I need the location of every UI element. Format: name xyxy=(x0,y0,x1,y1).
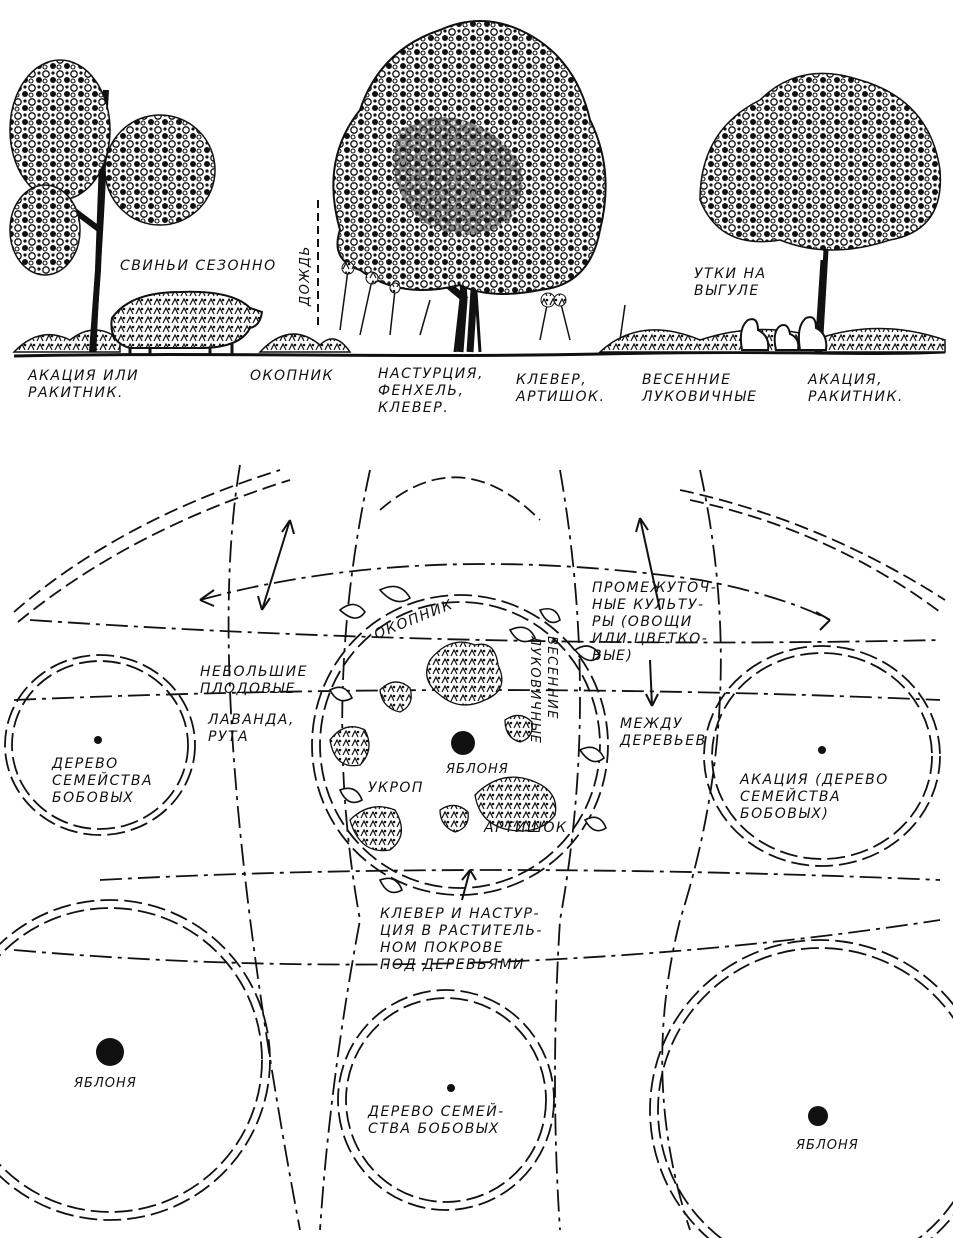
tree-center-dot xyxy=(451,731,475,755)
label-spring-bulbs-top: весенние луковичные xyxy=(642,372,758,405)
acacia-tree-left xyxy=(9,59,216,353)
duck-icons xyxy=(739,316,828,351)
label-nasturtium: настурция, фенхель, клевер. xyxy=(378,366,484,416)
label-acacia-left: акация или ракитник. xyxy=(28,368,140,401)
elevation-view xyxy=(9,20,946,358)
label-apple-center: яблоня xyxy=(446,762,509,777)
acacia-zone-right xyxy=(703,645,941,867)
label-pigs: свиньи сезонно xyxy=(120,258,277,274)
tree-right-dot xyxy=(818,746,826,754)
label-legume-left: дерево семейства бобовых xyxy=(52,756,154,806)
tree-bottom-right-dot xyxy=(808,1106,828,1126)
central-apple-zone xyxy=(311,594,609,896)
flow-line-lower xyxy=(99,869,941,881)
legume-zone-bottom xyxy=(337,989,555,1211)
label-legume-bottom: дерево семей- ства бобовых xyxy=(368,1104,505,1137)
label-spring-bulbs-plan: весенние луковичные xyxy=(527,636,559,745)
tree-left-dot xyxy=(94,736,102,744)
label-lavender: лаванда, рута xyxy=(208,712,295,745)
legume-zone-left xyxy=(4,654,196,836)
label-acacia-right: акация, ракитник. xyxy=(808,372,904,405)
label-acacia-legume: акация (дерево семейства бобовых) xyxy=(740,772,889,822)
label-ducks: утки на выгуле xyxy=(694,266,767,299)
plan-view xyxy=(0,464,953,1238)
apple-zone-bottom-left xyxy=(0,899,271,1221)
label-intermediate-crops: промежуточ- ные культу- ры (овощи или цв… xyxy=(592,580,718,664)
pig-icon xyxy=(110,290,264,356)
label-artichoke: артишок xyxy=(484,820,568,836)
label-apple-bottom-right: яблоня xyxy=(796,1138,859,1153)
label-clover-artichoke: клевер, артишок. xyxy=(516,372,606,405)
label-between-trees: между деревьев xyxy=(620,716,707,749)
acacia-tree-right xyxy=(699,72,942,353)
perimeter-leaves xyxy=(328,585,607,894)
apple-zone-bottom-right xyxy=(649,939,953,1238)
label-rain: дождь xyxy=(298,245,313,306)
arc-top-left xyxy=(13,469,281,613)
arc-top-right xyxy=(679,489,946,601)
label-dill: укроп xyxy=(368,780,424,796)
label-apple-bottom-left: яблоня xyxy=(74,1076,137,1091)
tree-bottom-center-dot xyxy=(447,1084,455,1092)
label-clover-nasturtium: клевер и настур- ция в раститель- ном по… xyxy=(380,906,543,973)
arc-top-center xyxy=(379,476,541,521)
ground-line xyxy=(13,350,946,358)
central-plantings xyxy=(329,641,557,852)
label-small-fruit: небольшие плодовые xyxy=(200,664,308,697)
flow-line-upper xyxy=(199,563,831,621)
label-comfrey-top: окопник xyxy=(250,368,334,384)
apple-tree-center xyxy=(332,20,626,353)
tree-bottom-left-dot xyxy=(96,1038,124,1066)
